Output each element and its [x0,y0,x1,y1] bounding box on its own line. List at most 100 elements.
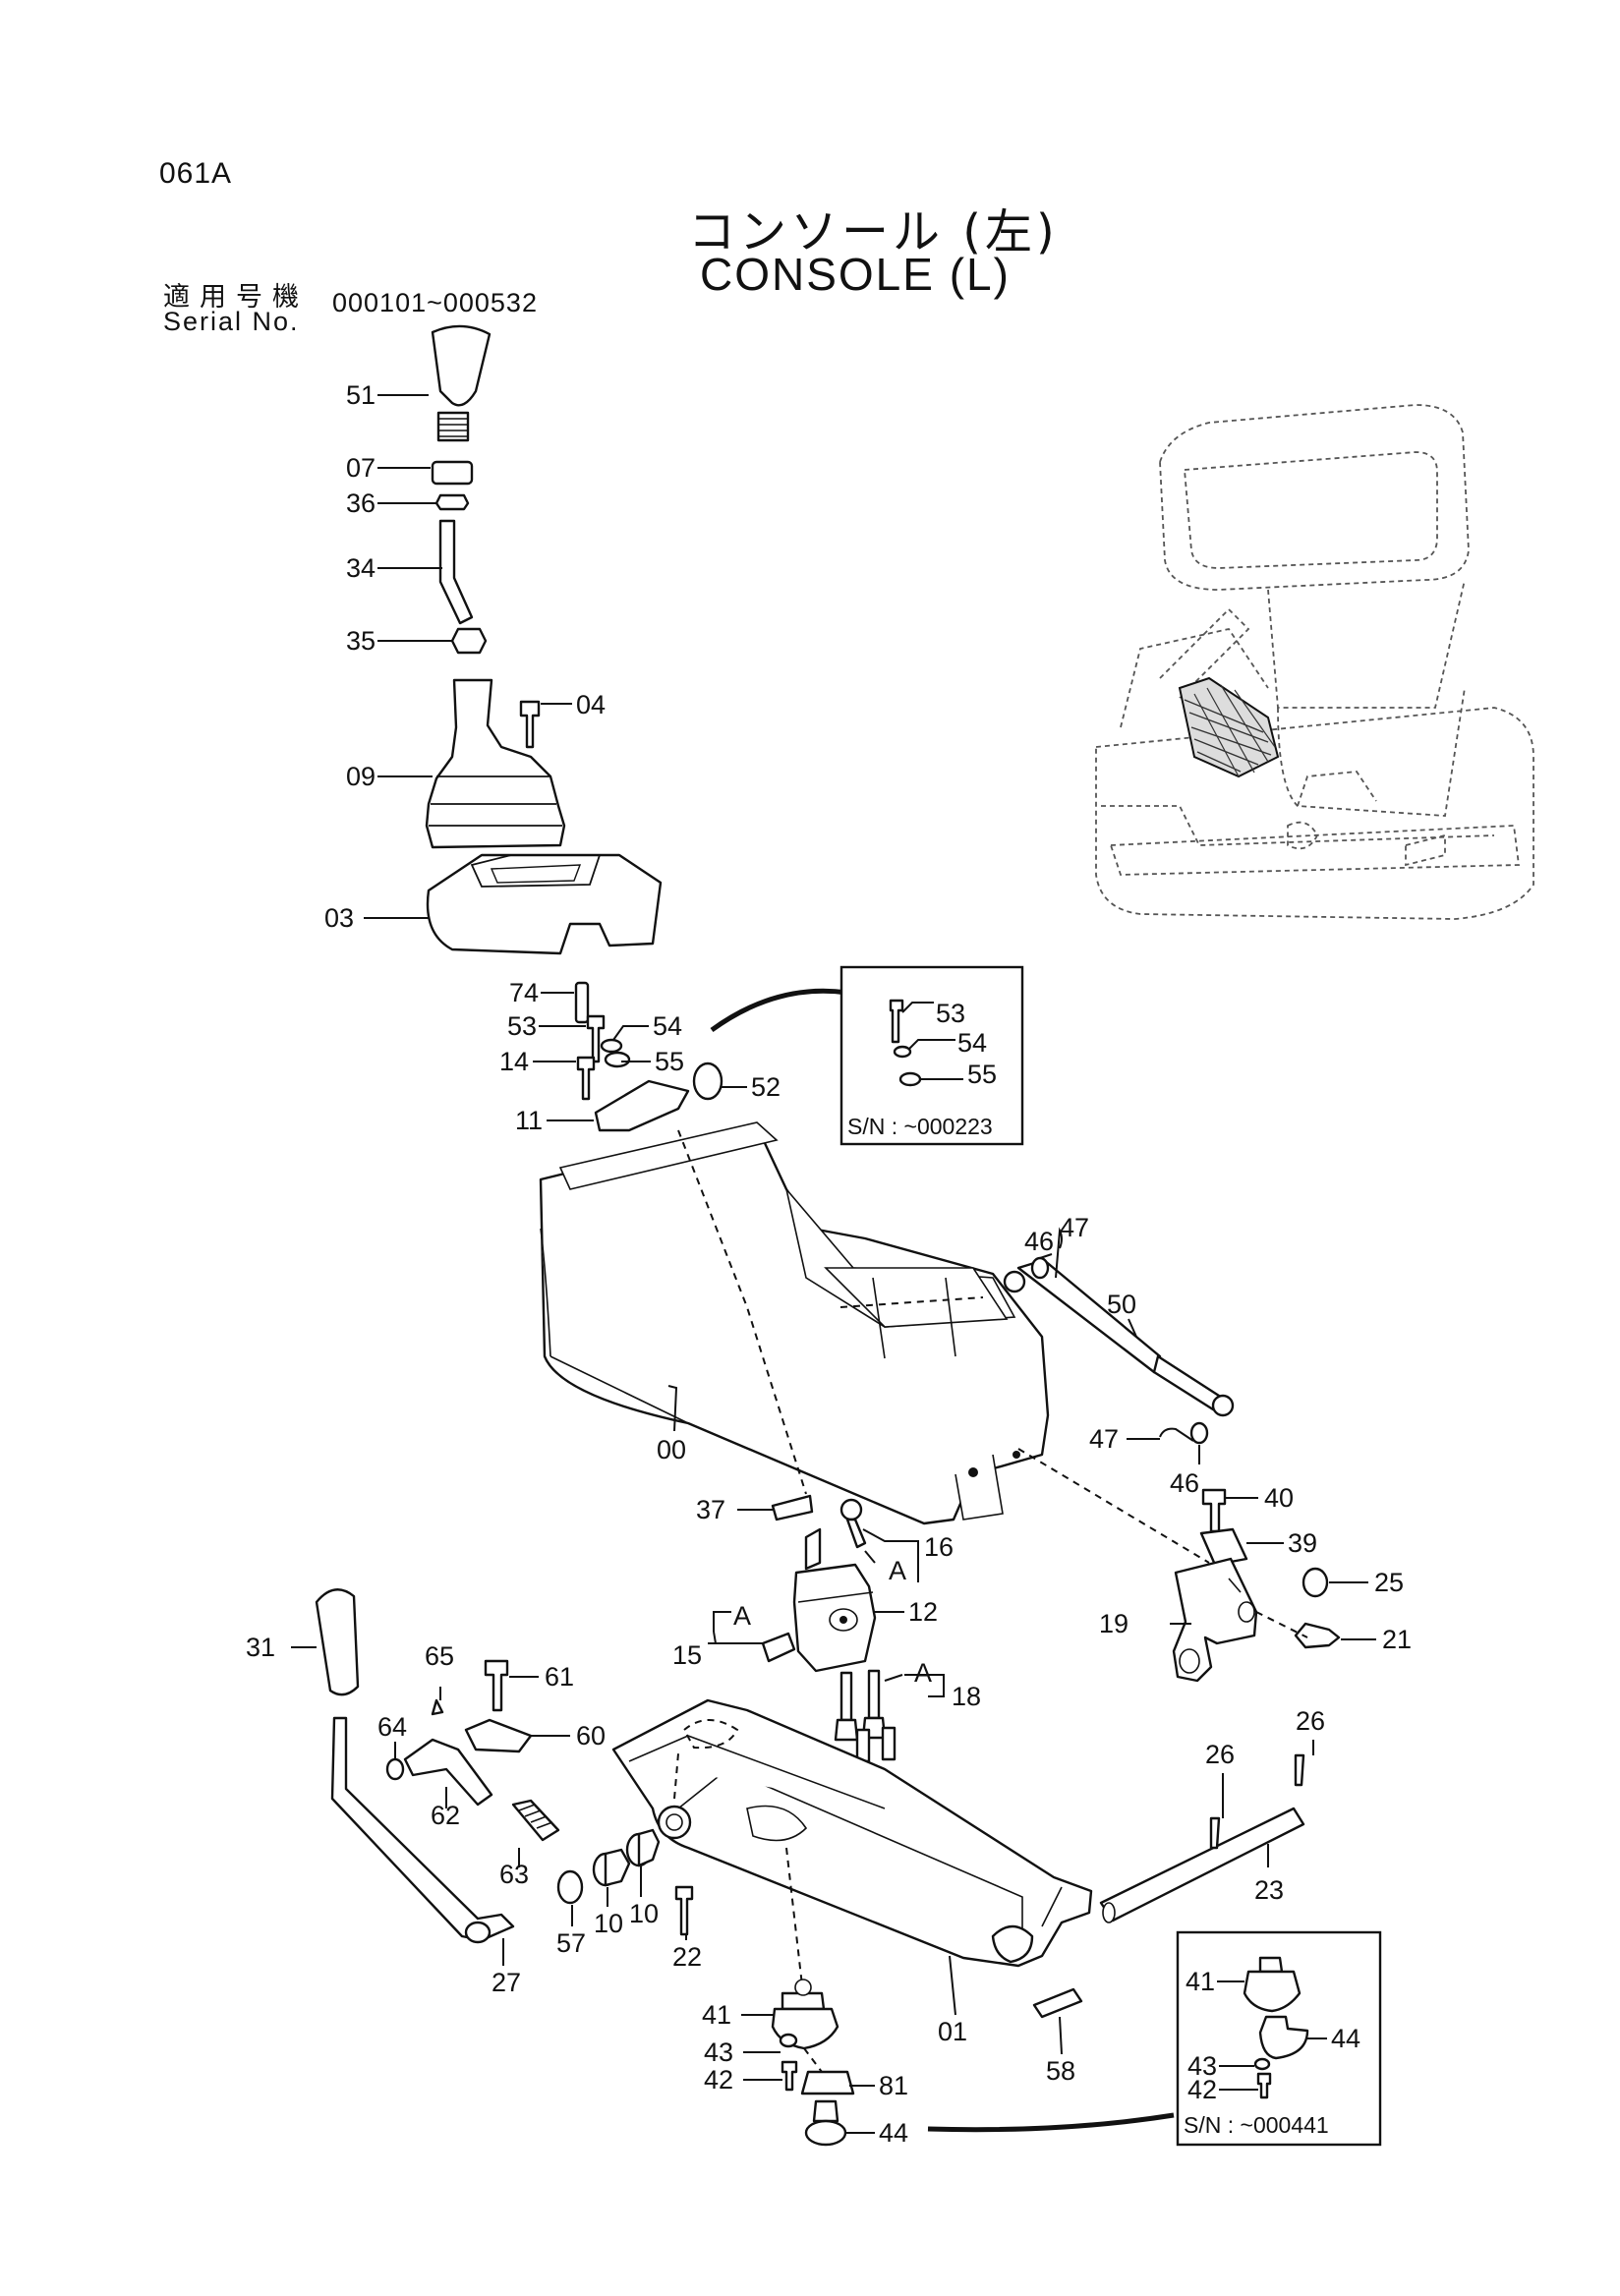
part-14-bolt [576,1056,596,1101]
part-15-fitting [761,1632,796,1663]
label-51: 51 [346,380,376,410]
label-54: 54 [653,1011,682,1041]
part-63-spring [511,1799,560,1842]
part-16-fitting [839,1498,867,1549]
part-50-gas-spring [1003,1258,1235,1417]
label-60: 60 [576,1721,606,1751]
label-61: 61 [545,1662,574,1692]
label-21: 21 [1382,1625,1412,1654]
page-title-japanese: コンソール (左) [688,204,1059,259]
part-55-washer [604,1051,631,1068]
part-40-bolt [1201,1488,1227,1533]
part-35-nut [450,627,488,655]
part-37-clip [771,1494,814,1521]
part-04-screw [519,700,541,749]
leader-lines [291,394,1376,2134]
label-39: 39 [1288,1528,1317,1558]
label-16: 16 [924,1532,954,1562]
part-21-bolt [1294,1622,1341,1649]
inset-lower-callout-arrow [927,2112,1175,2133]
inset-upper-serial-note: S/N : ~000223 [847,1114,993,1139]
label-10-a: 10 [594,1909,623,1938]
part-47-pin-upper [1055,1227,1063,1279]
part-22-bolt [674,1885,694,1936]
label-46-lower: 46 [1170,1468,1199,1498]
part-27-lever-arm [330,1716,515,1942]
label-A-left: A [733,1601,751,1631]
part-00-console-body [539,1121,1050,1525]
label-55: 55 [655,1047,684,1076]
label-43: 43 [704,2038,733,2067]
part-31-grip [315,1588,360,1696]
part-46-washer-upper [1030,1256,1050,1280]
page-title-english: CONSOLE (L) [700,249,1011,300]
label-14: 14 [499,1047,529,1076]
label-46-upper: 46 [1024,1227,1054,1256]
label-00: 00 [657,1435,686,1464]
part-23-rod [1099,1807,1305,1923]
part-36-nut [434,493,470,511]
label-26-b: 26 [1296,1706,1325,1736]
part-26-pin-a [1209,1816,1221,1850]
label-35: 35 [346,626,376,656]
label-09: 09 [346,762,376,791]
part-44-stopper [804,2099,847,2147]
part-43-washer [779,2033,798,2048]
label-03: 03 [324,903,354,933]
part-01-base-frame [611,1698,1093,1968]
label-22: 22 [672,1942,702,1972]
label-10-b: 10 [629,1899,659,1928]
label-57: 57 [556,1928,586,1958]
part-34-lever-rod [438,519,474,625]
serial-range: 000101~000532 [332,288,538,317]
part-10-bushing-b [625,1828,661,1867]
label-12: 12 [908,1597,938,1627]
part-46-washer-lower [1189,1421,1209,1445]
part-labels: 51 07 36 34 35 04 09 03 74 53 54 14 55 5… [246,380,1412,2148]
label-A-right: A [914,1658,932,1688]
serial-label-english: Serial No. [163,307,300,336]
label-36: 36 [346,488,376,518]
label-63: 63 [499,1860,529,1889]
label-26-a: 26 [1205,1740,1235,1769]
part-11-plate [594,1079,690,1132]
part-09-boot [425,678,566,849]
label-74: 74 [509,978,539,1007]
part-65-pin [431,1698,444,1716]
label-41: 41 [702,2000,731,2030]
part-64-washer [385,1757,405,1781]
page-code: 061A [159,157,233,190]
label-64: 64 [377,1712,407,1742]
part-03-lever-cover [426,853,663,955]
cab-console-highlight [1178,676,1280,778]
cab-overview-illustration [1095,404,1534,920]
inset-lower-box: 41 44 43 42 S/N : ~000441 [1176,1930,1382,2147]
label-44: 44 [879,2118,908,2148]
label-65: 65 [425,1641,454,1671]
label-81: 81 [879,2071,908,2100]
inset-label-54: 54 [957,1028,987,1058]
label-A-upper: A [889,1556,906,1585]
part-58-rubber [1032,1987,1083,2019]
label-07: 07 [346,453,376,483]
label-19: 19 [1099,1609,1128,1638]
label-50: 50 [1107,1290,1136,1319]
inset-label-44: 44 [1331,2024,1360,2053]
inset-lower-serial-note: S/N : ~000441 [1184,2112,1329,2138]
label-37: 37 [696,1495,725,1524]
label-23: 23 [1254,1875,1284,1905]
part-61-bolt [484,1659,509,1712]
part-57-washer [556,1869,584,1905]
part-19-bracket [1172,1557,1258,1683]
part-39-plate [1199,1527,1248,1567]
part-10-bushing-a [592,1848,631,1887]
label-04: 04 [576,690,606,719]
label-42: 42 [704,2065,733,2095]
part-42-bolt [781,2060,798,2092]
label-40: 40 [1264,1483,1294,1513]
part-81-cushion [800,2070,855,2095]
part-60-bracket [464,1718,533,1753]
label-62: 62 [431,1801,460,1830]
part-74-pin [574,981,590,1024]
